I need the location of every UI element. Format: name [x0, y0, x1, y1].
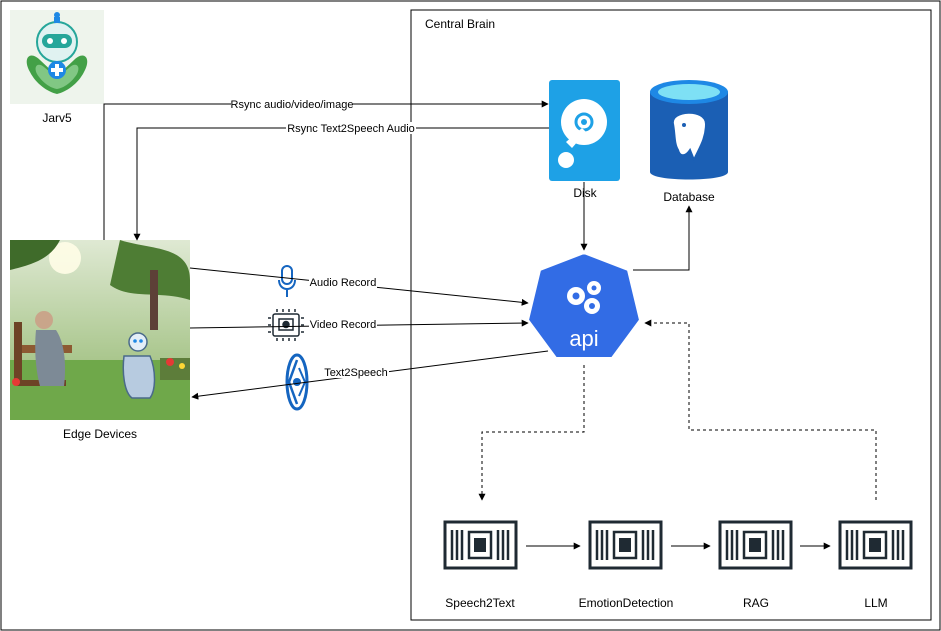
- jarvs-node[interactable]: Jarv5: [10, 10, 104, 125]
- llm-node[interactable]: LLM: [838, 520, 913, 610]
- edge-api-to-speech2text: [478, 365, 585, 501]
- robot-health-mascot-icon: [26, 12, 88, 94]
- api-node[interactable]: api: [526, 251, 642, 359]
- processor-chip-icon: [588, 520, 663, 570]
- rag-node[interactable]: RAG: [718, 520, 793, 610]
- database-label: Database: [663, 190, 715, 204]
- disk-label: Disk: [573, 186, 597, 200]
- database-node[interactable]: Database: [650, 80, 728, 204]
- edge-llm-to-api: [644, 319, 877, 500]
- edge-label-text2speech-group: Text2Speech: [324, 366, 389, 379]
- speech2text-label: Speech2Text: [445, 596, 515, 610]
- kubernetes-api-icon: [526, 251, 642, 359]
- edge-api-to-database: [633, 205, 693, 271]
- disk-node[interactable]: Disk: [549, 80, 620, 200]
- edge-label-rsync-tts-group: Rsync Text2Speech Audio: [286, 122, 416, 135]
- postgresql-database-icon: [650, 80, 728, 180]
- edge-label-video-record: Video Record: [310, 319, 376, 331]
- llm-label: LLM: [864, 596, 887, 610]
- central-brain-container: Central Brain: [410, 9, 932, 621]
- edge-label-video-record-group: Video Record: [309, 318, 377, 331]
- edge-label-audio-record: Audio Record: [310, 277, 377, 289]
- central-brain-label: Central Brain: [425, 17, 495, 31]
- speech2text-node[interactable]: Speech2Text: [443, 520, 518, 610]
- processor-chip-icon: [718, 520, 793, 570]
- edge-rsync-tts: [133, 127, 549, 241]
- edge-label-audio-record-group: Audio Record: [309, 276, 377, 289]
- rag-label: RAG: [743, 596, 769, 610]
- jarvs-label: Jarv5: [42, 111, 72, 125]
- park-elderly-robot-scene: [10, 240, 190, 420]
- microphone-icon: [278, 265, 296, 297]
- edge-label-text2speech: Text2Speech: [324, 367, 388, 379]
- edge-devices-node[interactable]: Edge Devices: [10, 240, 190, 441]
- emotion-detection-label: EmotionDetection: [579, 596, 674, 610]
- emotion-detection-node[interactable]: EmotionDetection: [579, 520, 674, 610]
- edge-rsync-upload: [103, 100, 549, 240]
- api-label: api: [569, 326, 598, 351]
- speaker-icon: [285, 353, 309, 411]
- processor-chip-icon: [838, 520, 913, 570]
- hard-disk-icon: [549, 80, 620, 181]
- edge-label-rsync-upload: Rsync audio/video/image: [231, 99, 354, 111]
- processor-chip-icon: [443, 520, 518, 570]
- edge-devices-label: Edge Devices: [63, 427, 137, 441]
- camera-chip-icon: [268, 309, 304, 341]
- edge-label-rsync-upload-group: Rsync audio/video/image: [231, 98, 354, 111]
- edge-label-rsync-tts: Rsync Text2Speech Audio: [287, 123, 415, 135]
